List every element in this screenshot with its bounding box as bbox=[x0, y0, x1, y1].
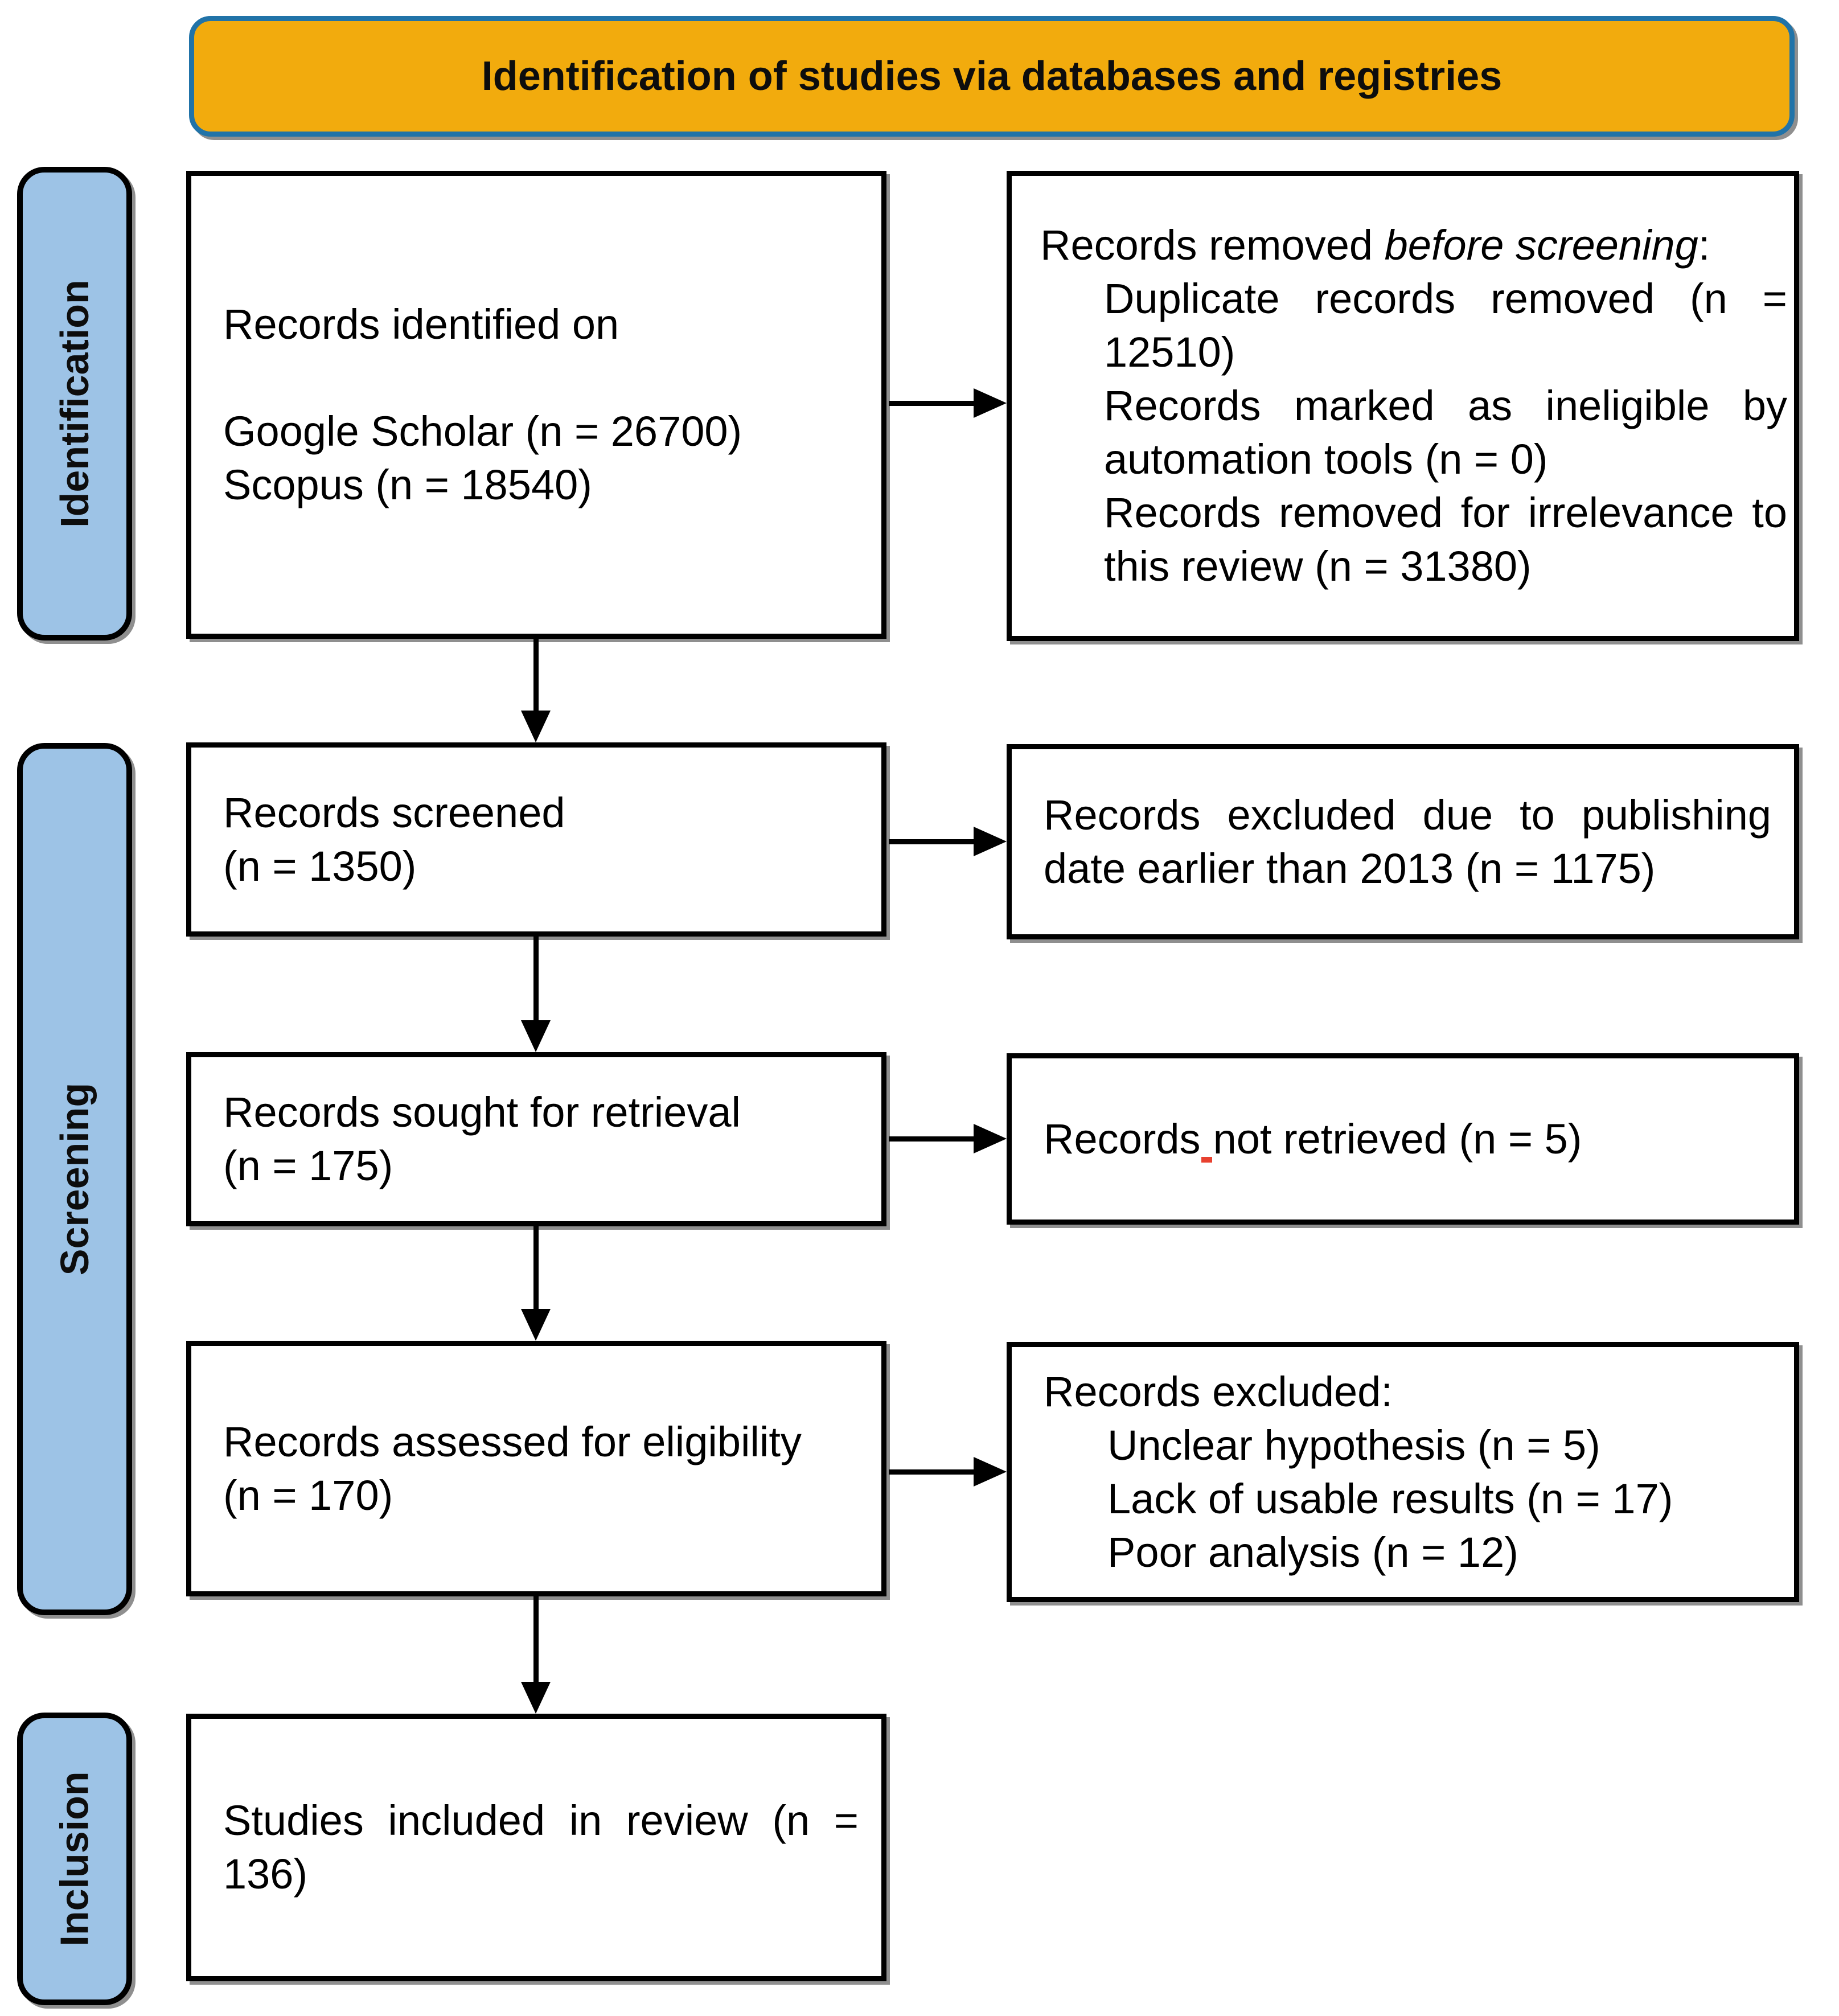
box-records-identified: Records identified on Google Scholar (n … bbox=[186, 171, 886, 639]
studies-included-text: Studies included in review (n = 136) bbox=[223, 1797, 859, 1898]
records-assessed-count: (n = 170) bbox=[223, 1471, 393, 1519]
records-screened-line1: Records screened bbox=[223, 789, 565, 836]
stage-label-inclusion-text: Inclusion bbox=[52, 1771, 97, 1947]
records-removed-heading-suffix: : bbox=[1698, 221, 1710, 269]
box-records-screened: Records screened (n = 1350) bbox=[186, 742, 886, 937]
arrow-sought-to-not-retrieved bbox=[889, 1124, 1007, 1153]
arrow-down-icon bbox=[521, 1309, 551, 1341]
excluded-item-poor-analysis: Poor analysis (n = 12) bbox=[1107, 1528, 1518, 1576]
arrow-line bbox=[889, 401, 978, 406]
arrow-down-icon bbox=[521, 711, 551, 742]
records-removed-heading-prefix: Records removed bbox=[1040, 221, 1385, 269]
arrow-right-icon bbox=[974, 1457, 1007, 1487]
stage-label-inclusion: Inclusion bbox=[17, 1713, 132, 2005]
arrow-identified-to-removed bbox=[889, 388, 1007, 418]
records-assessed-line1: Records assessed for eligibility bbox=[223, 1418, 802, 1465]
arrow-assessed-to-excluded bbox=[889, 1457, 1007, 1487]
records-sought-count: (n = 175) bbox=[223, 1142, 393, 1189]
arrow-assessed-to-included bbox=[521, 1596, 551, 1714]
box-records-sought: Records sought for retrieval (n = 175) bbox=[186, 1052, 886, 1226]
arrow-identified-to-screened bbox=[521, 639, 551, 742]
arrow-right-icon bbox=[974, 388, 1007, 418]
arrow-down-icon bbox=[521, 1682, 551, 1714]
stage-label-identification: Identification bbox=[17, 167, 132, 640]
arrow-line bbox=[533, 1226, 539, 1312]
removed-item-automation: Records marked as ineligible by automati… bbox=[1104, 382, 1787, 483]
box-records-assessed: Records assessed for eligibility (n = 17… bbox=[186, 1341, 886, 1596]
stage-label-screening: Screening bbox=[17, 743, 132, 1615]
arrow-line bbox=[533, 1596, 539, 1685]
records-removed-heading: Records removed before screening: bbox=[1040, 219, 1787, 272]
records-not-retrieved-rest: not retrieved (n = 5) bbox=[1213, 1115, 1582, 1163]
arrow-line bbox=[533, 639, 539, 714]
records-sought-line1: Records sought for retrieval bbox=[223, 1089, 741, 1136]
title-banner-label: Identification of studies via databases … bbox=[481, 54, 1503, 99]
removed-item-irrelevance: Records removed for irrelevance to this … bbox=[1104, 489, 1787, 590]
box-records-excluded-eligibility: Records excluded: Unclear hypothesis (n … bbox=[1007, 1342, 1799, 1602]
records-not-retrieved-word1: Records bbox=[1044, 1115, 1201, 1163]
box-records-excluded-date: Records excluded due to publishing date … bbox=[1007, 744, 1799, 939]
arrow-sought-to-assessed bbox=[521, 1226, 551, 1341]
records-removed-heading-emphasis: before screening bbox=[1384, 221, 1698, 269]
box-records-removed-before-screening: Records removed before screening: Duplic… bbox=[1007, 171, 1799, 641]
excluded-item-lack-results: Lack of usable results (n = 17) bbox=[1107, 1475, 1673, 1522]
records-identified-source-google-scholar: Google Scholar (n = 26700) bbox=[223, 408, 742, 455]
records-identified-source-scopus: Scopus (n = 18540) bbox=[223, 461, 592, 508]
arrow-line bbox=[889, 1136, 978, 1142]
arrow-down-icon bbox=[521, 1020, 551, 1052]
removed-item-duplicates: Duplicate records removed (n = 12510) bbox=[1104, 275, 1787, 376]
excluded-item-unclear-hypothesis: Unclear hypothesis (n = 5) bbox=[1107, 1421, 1600, 1469]
arrow-screened-to-sought bbox=[521, 937, 551, 1052]
arrow-line bbox=[533, 937, 539, 1024]
arrow-line bbox=[889, 839, 978, 844]
title-banner: Identification of studies via databases … bbox=[189, 16, 1795, 137]
stage-label-identification-text: Identification bbox=[52, 280, 97, 528]
arrow-right-icon bbox=[974, 1124, 1007, 1153]
records-screened-count: (n = 1350) bbox=[223, 842, 417, 890]
records-excluded-heading: Records excluded: bbox=[1044, 1368, 1393, 1415]
arrow-right-icon bbox=[974, 827, 1007, 856]
stage-label-screening-text: Screening bbox=[52, 1082, 97, 1276]
box-studies-included: Studies included in review (n = 136) bbox=[186, 1714, 886, 1981]
arrow-screened-to-excluded-date bbox=[889, 827, 1007, 856]
records-identified-intro: Records identified on bbox=[223, 301, 619, 348]
arrow-line bbox=[889, 1469, 978, 1475]
records-excluded-date-text: Records excluded due to publishing date … bbox=[1044, 791, 1771, 892]
